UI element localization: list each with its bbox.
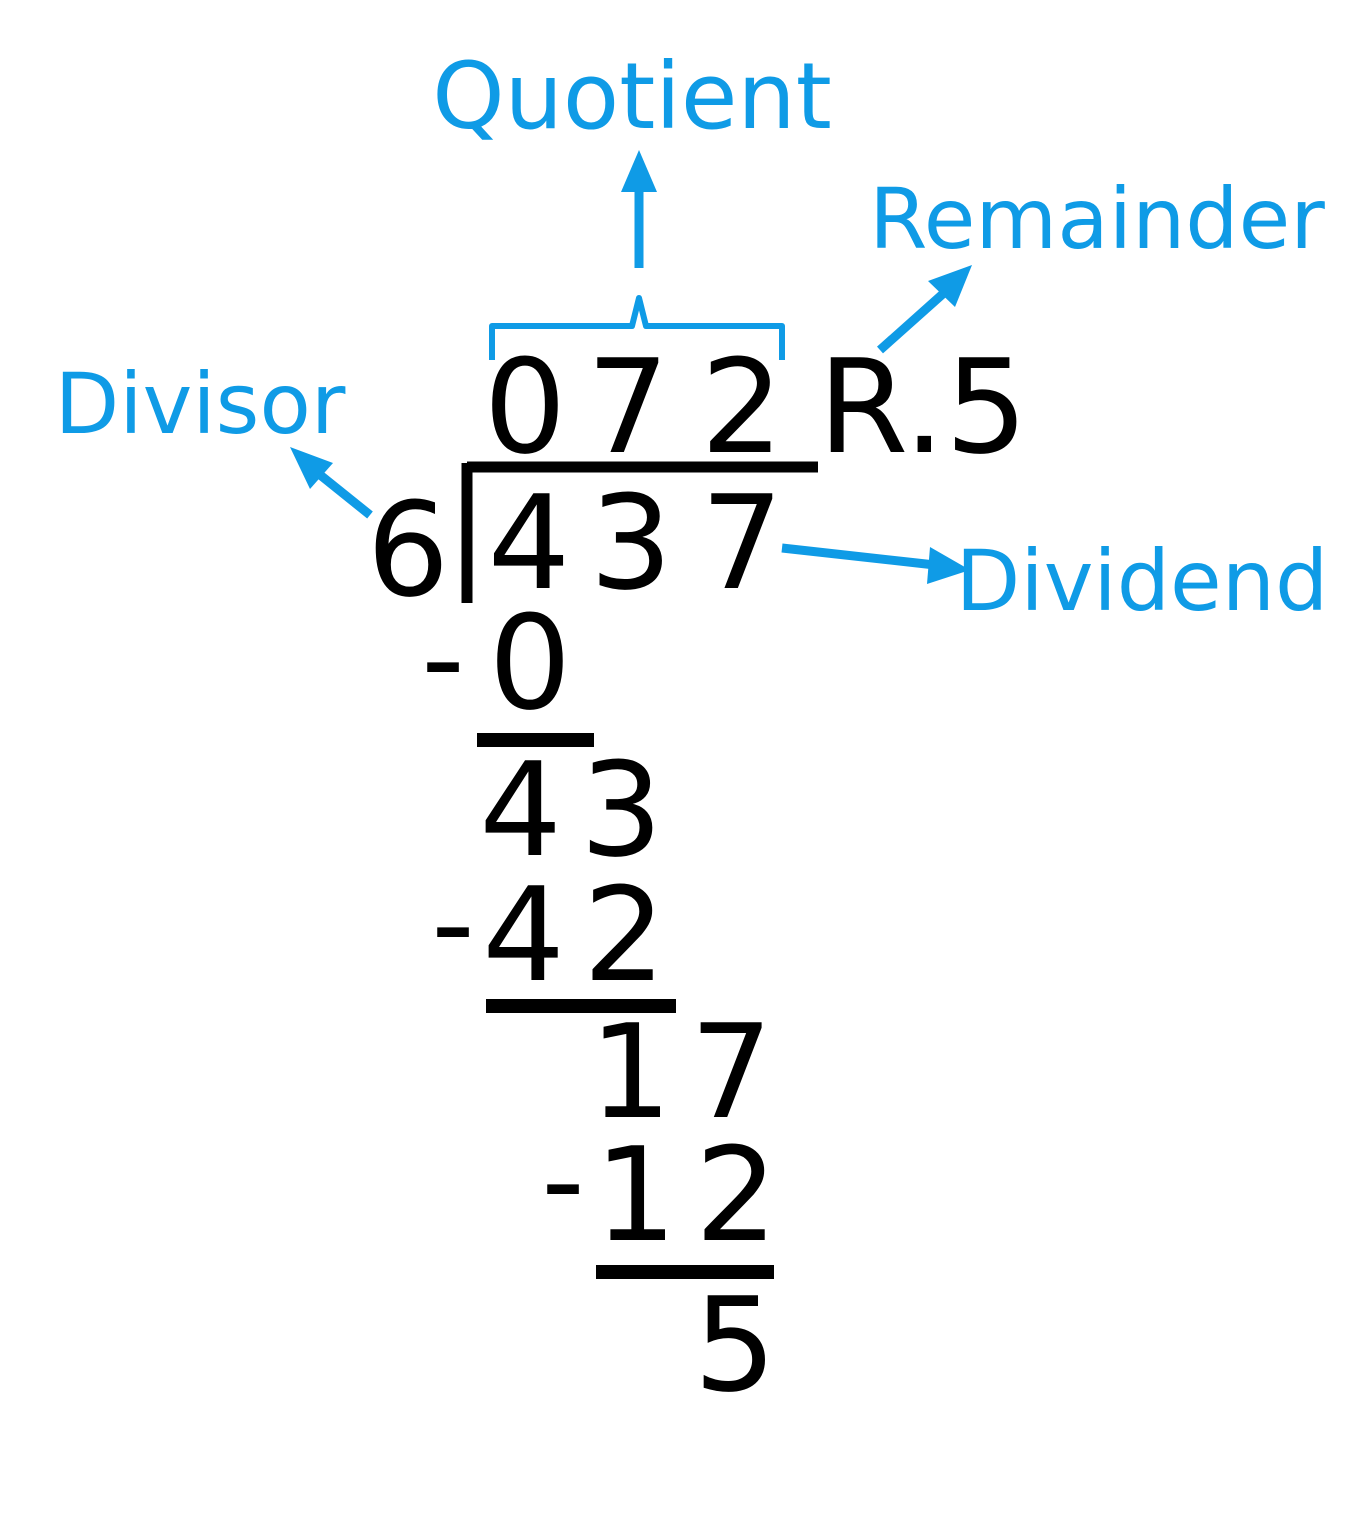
dividend-arrow-icon <box>781 543 970 584</box>
dividend-label: Dividend <box>956 532 1329 630</box>
minus-sign: - <box>541 1112 584 1251</box>
division-bracket-icon <box>461 461 818 603</box>
remainder-value: R.5 <box>818 331 1028 483</box>
subtraction-value: 42 <box>482 859 683 1011</box>
partial-result: 43 <box>479 734 680 886</box>
quotient-label: Quotient <box>432 43 832 150</box>
minus-sign: - <box>421 590 464 729</box>
quotient-arrow-icon <box>621 150 657 268</box>
subtraction-value: 12 <box>594 1119 795 1271</box>
minus-sign: - <box>431 855 474 994</box>
divisor-value: 6 <box>367 474 450 626</box>
partial-result: 17 <box>589 996 790 1148</box>
dividend-digit: 4 <box>488 467 571 619</box>
quotient-brace-icon <box>489 295 785 360</box>
divisor-arrow-icon <box>290 447 373 519</box>
final-remainder: 5 <box>694 1269 777 1421</box>
quotient-digit: 2 <box>701 331 784 483</box>
remainder-label: Remainder <box>869 170 1325 268</box>
dividend-digit: 3 <box>590 467 673 619</box>
remainder-arrow-icon <box>877 265 972 354</box>
quotient-digit: 0 <box>484 331 567 483</box>
quotient-digit: 7 <box>587 331 670 483</box>
subtraction-value: 0 <box>489 587 572 739</box>
divisor-label: Divisor <box>55 355 346 453</box>
dividend-digit: 7 <box>701 467 784 619</box>
